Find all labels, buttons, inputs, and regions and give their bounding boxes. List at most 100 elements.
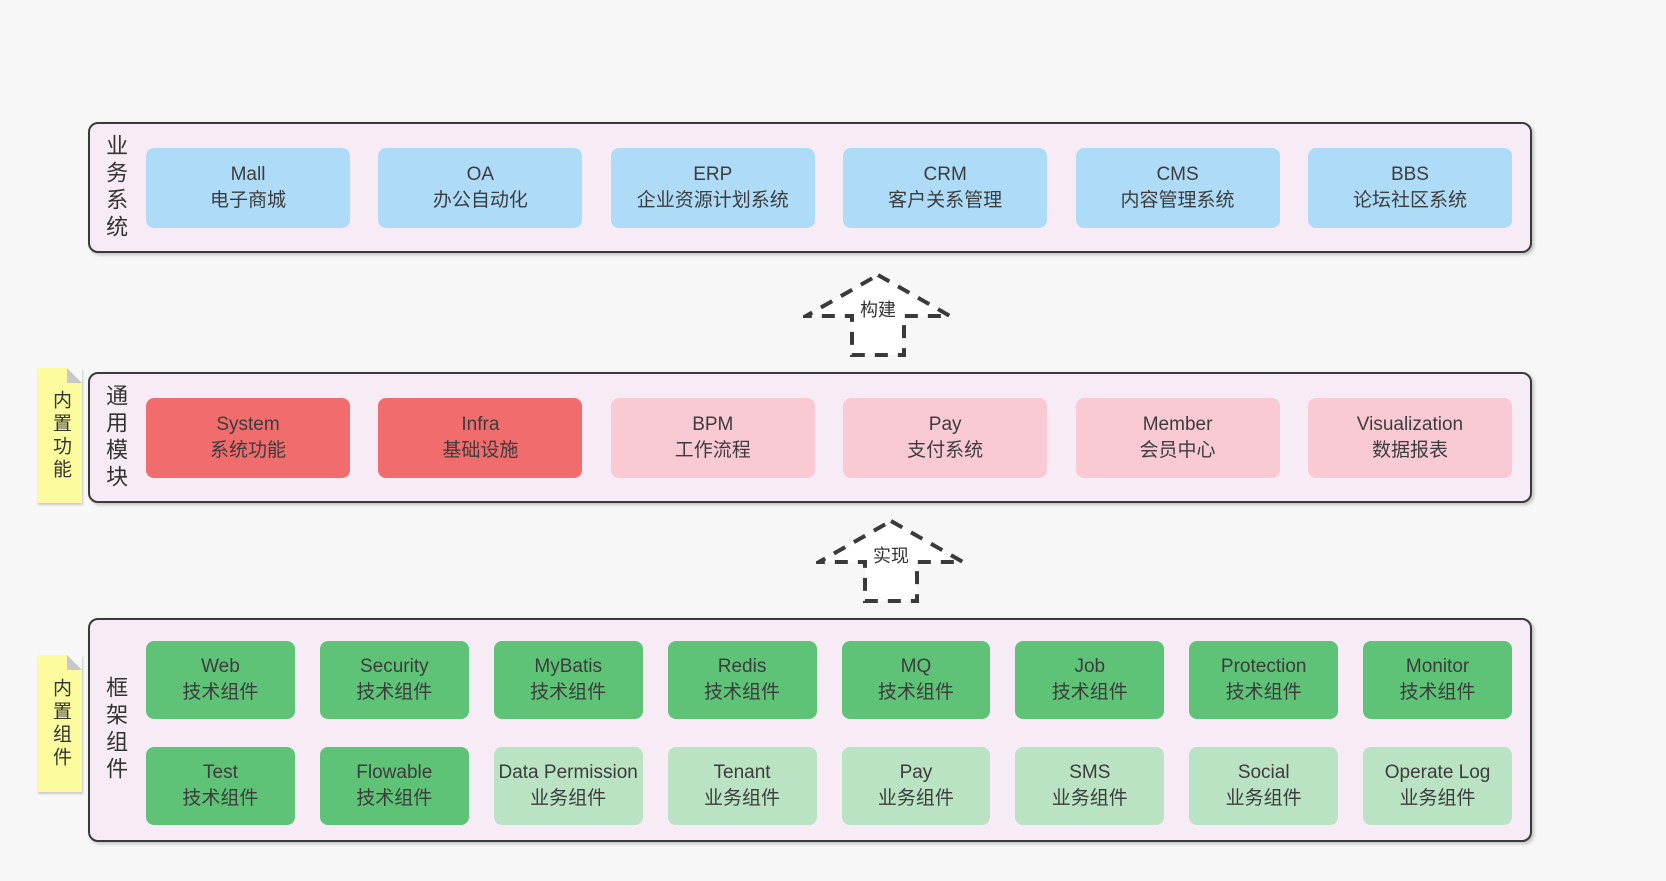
box-erp: ERP 企业资源计划系统 xyxy=(610,147,815,228)
box-title: System xyxy=(216,413,280,435)
box-title: Security xyxy=(359,656,429,677)
box-subtitle: 业务组件 xyxy=(877,788,954,809)
box-title: Visualization xyxy=(1356,413,1464,435)
box-subtitle: 技术组件 xyxy=(1399,682,1476,703)
box-subtitle: 业务组件 xyxy=(1051,788,1128,809)
box-subtitle: 办公自动化 xyxy=(432,189,528,211)
band-common-modules: 通用模块 System 系统功能 Infra 基础设施 BPM 工作流程 Pay… xyxy=(88,372,1532,503)
band-label-column: 框架组件 xyxy=(90,620,140,840)
box-redis: Redis 技术组件 xyxy=(667,641,817,719)
box-bpm: BPM 工作流程 xyxy=(610,397,815,478)
box-title: Redis xyxy=(717,656,767,677)
box-mybatis: MyBatis 技术组件 xyxy=(493,641,643,719)
box-title: Web xyxy=(201,656,240,677)
box-title: CMS xyxy=(1156,163,1199,185)
box-subtitle: 技术组件 xyxy=(182,682,259,703)
box-subtitle: 技术组件 xyxy=(877,682,954,703)
band-label-column: 通用模块 xyxy=(90,374,140,501)
box-protection: Protection 技术组件 xyxy=(1189,641,1339,719)
box-title: Pay xyxy=(899,762,933,783)
box-job: Job 技术组件 xyxy=(1015,641,1165,719)
box-oa: OA 办公自动化 xyxy=(378,147,583,228)
box-title: MQ xyxy=(900,656,932,677)
box-title: Pay xyxy=(928,413,962,435)
box-title: Mall xyxy=(230,163,266,185)
box-mq: MQ 技术组件 xyxy=(841,641,991,719)
box-member: Member 会员中心 xyxy=(1075,397,1280,478)
box-subtitle: 电子商城 xyxy=(209,189,286,211)
arrow-build-label: 构建 xyxy=(857,296,899,322)
box-title: Data Permission xyxy=(498,762,638,783)
box-subtitle: 系统功能 xyxy=(209,439,286,461)
band-label-framework-components: 框架组件 xyxy=(103,676,129,784)
box-subtitle: 业务组件 xyxy=(1399,788,1476,809)
box-flowable: Flowable 技术组件 xyxy=(319,747,469,825)
box-crm: CRM 客户关系管理 xyxy=(843,147,1048,228)
box-monitor: Monitor 技术组件 xyxy=(1363,641,1512,719)
box-social: Social 业务组件 xyxy=(1189,747,1339,825)
box-title: OA xyxy=(466,163,495,185)
box-title: Test xyxy=(203,762,238,783)
box-subtitle: 业务组件 xyxy=(530,788,607,809)
arrow-build: 构建 xyxy=(803,272,953,358)
box-visualization: Visualization 数据报表 xyxy=(1307,397,1512,478)
box-subtitle: 工作流程 xyxy=(674,439,751,461)
box-title: Monitor xyxy=(1405,656,1470,677)
box-cms: CMS 内容管理系统 xyxy=(1075,147,1280,228)
box-title: ERP xyxy=(693,163,733,185)
arrow-implement: 实现 xyxy=(816,518,966,604)
box-title: CRM xyxy=(923,163,967,185)
box-subtitle: 技术组件 xyxy=(1051,682,1128,703)
box-infra: Infra 基础设施 xyxy=(378,397,583,478)
box-title: Member xyxy=(1142,413,1213,435)
box-subtitle: 技术组件 xyxy=(530,682,607,703)
box-title: BBS xyxy=(1390,163,1429,185)
box-data-permission: Data Permission 业务组件 xyxy=(493,747,643,825)
box-subtitle: 业务组件 xyxy=(704,788,781,809)
box-title: Social xyxy=(1237,762,1290,783)
box-subtitle: 客户关系管理 xyxy=(888,189,1003,211)
box-subtitle: 业务组件 xyxy=(1225,788,1302,809)
box-bbs: BBS 论坛社区系统 xyxy=(1307,147,1512,228)
sticky-note-label: 内置组件 xyxy=(49,677,71,770)
framework-components-grid: Web 技术组件 Security 技术组件 MyBatis 技术组件 Redi… xyxy=(140,620,1530,840)
box-title: SMS xyxy=(1069,762,1111,783)
sticky-note-builtin-features: 内置功能 xyxy=(37,368,82,503)
box-subtitle: 支付系统 xyxy=(907,439,984,461)
box-subtitle: 技术组件 xyxy=(704,682,781,703)
box-web: Web 技术组件 xyxy=(146,641,295,719)
box-subtitle: 技术组件 xyxy=(356,682,433,703)
sticky-note-builtin-components: 内置组件 xyxy=(37,655,82,792)
business-systems-row: Mall 电子商城 OA 办公自动化 ERP 企业资源计划系统 CRM 客户关系… xyxy=(140,124,1530,251)
box-tenant: Tenant 业务组件 xyxy=(667,747,817,825)
box-title: Job xyxy=(1074,656,1106,677)
band-label-common-modules: 通用模块 xyxy=(103,383,129,492)
box-subtitle: 技术组件 xyxy=(182,788,259,809)
box-title: Infra xyxy=(461,413,500,435)
box-subtitle: 数据报表 xyxy=(1371,439,1448,461)
band-business-systems: 业务系统 Mall 电子商城 OA 办公自动化 ERP 企业资源计划系统 CRM… xyxy=(88,122,1532,253)
band-label-business-systems: 业务系统 xyxy=(103,133,129,242)
box-pay: Pay 支付系统 xyxy=(843,397,1048,478)
box-title: Operate Log xyxy=(1384,762,1491,783)
box-system: System 系统功能 xyxy=(146,397,350,478)
common-modules-row: System 系统功能 Infra 基础设施 BPM 工作流程 Pay 支付系统… xyxy=(140,374,1530,501)
box-pay-component: Pay 业务组件 xyxy=(841,747,991,825)
box-title: Protection xyxy=(1220,656,1307,677)
box-mall: Mall 电子商城 xyxy=(146,147,350,228)
box-subtitle: 技术组件 xyxy=(356,788,433,809)
box-subtitle: 企业资源计划系统 xyxy=(636,189,789,211)
box-operate-log: Operate Log 业务组件 xyxy=(1363,747,1512,825)
box-subtitle: 内容管理系统 xyxy=(1120,189,1235,211)
box-test: Test 技术组件 xyxy=(146,747,295,825)
box-title: Tenant xyxy=(713,762,771,783)
box-security: Security 技术组件 xyxy=(319,641,469,719)
box-subtitle: 技术组件 xyxy=(1225,682,1302,703)
box-title: Flowable xyxy=(356,762,433,783)
box-subtitle: 论坛社区系统 xyxy=(1352,189,1467,211)
box-subtitle: 基础设施 xyxy=(442,439,519,461)
box-subtitle: 会员中心 xyxy=(1139,439,1216,461)
box-title: BPM xyxy=(692,413,734,435)
band-label-column: 业务系统 xyxy=(90,124,140,251)
